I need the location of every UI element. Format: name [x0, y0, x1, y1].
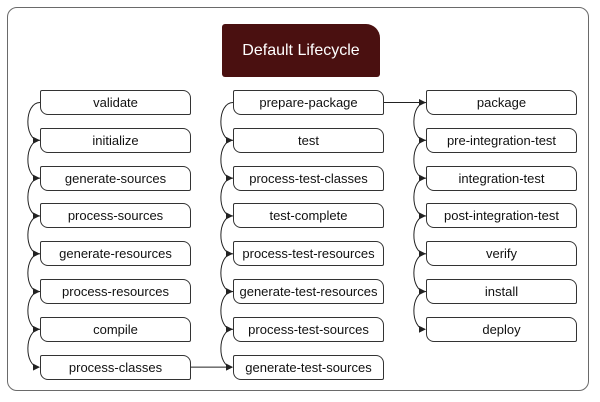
phase-generate-resources: generate-resources [40, 241, 191, 267]
phase-post-integration-test: post-integration-test [426, 203, 577, 229]
diagram-title: Default Lifecycle [222, 24, 380, 77]
phase-test: test [233, 127, 384, 153]
phase-integration-test: integration-test [426, 165, 577, 191]
phase-process-sources: process-sources [40, 203, 191, 229]
phase-test-complete: test-complete [233, 203, 384, 229]
phase-verify: verify [426, 241, 577, 267]
phase-install: install [426, 279, 577, 304]
phase-validate: validate [40, 90, 191, 115]
phase-initialize: initialize [40, 127, 191, 153]
phase-prepare-package: prepare-package [233, 90, 384, 115]
phase-deploy: deploy [426, 316, 577, 342]
phase-process-classes: process-classes [40, 354, 191, 380]
phase-pre-integration-test: pre-integration-test [426, 127, 577, 153]
phase-generate-test-sources: generate-test-sources [233, 354, 384, 380]
phase-process-test-classes: process-test-classes [233, 165, 384, 191]
phase-generate-test-resources: generate-test-resources [233, 279, 384, 304]
phase-process-resources: process-resources [40, 279, 191, 304]
phase-generate-sources: generate-sources [40, 165, 191, 191]
phase-process-test-sources: process-test-sources [233, 316, 384, 342]
phase-compile: compile [40, 316, 191, 342]
phase-package: package [426, 90, 577, 115]
phase-process-test-resources: process-test-resources [233, 241, 384, 267]
